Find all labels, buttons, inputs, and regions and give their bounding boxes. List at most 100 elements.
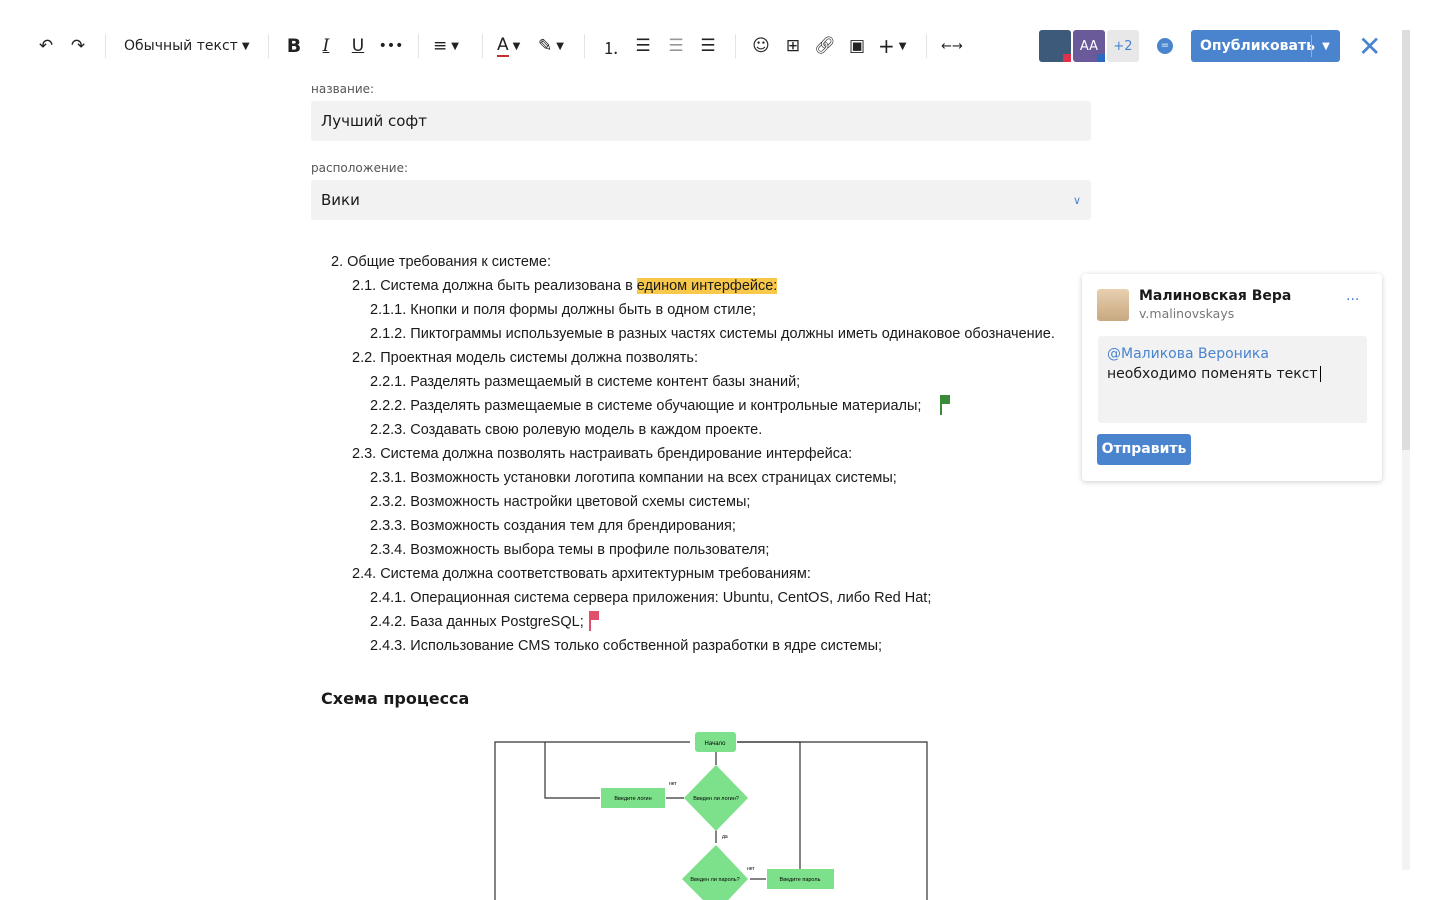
doc-line-text: 2.4.2. База данных PostgreSQL;	[370, 614, 584, 630]
align-icon[interactable]: ≡▼	[433, 36, 459, 56]
password-decision-label: Введен ли пароль?	[690, 877, 739, 883]
doc-line: 2.1. Система должна быть реализована в е…	[352, 275, 778, 297]
text-color-icon[interactable]: A▼	[497, 35, 521, 57]
link-icon[interactable]: 🔗︎	[814, 36, 836, 56]
doc-line: 2.4.3. Использование CMS только собствен…	[370, 635, 882, 657]
start-node-label: Начало	[705, 741, 727, 747]
italic-icon[interactable]: I	[322, 36, 330, 56]
avatar-initials: AA	[1079, 38, 1099, 54]
doc-line: 2.3.3. Возможность создания тем для брен…	[370, 515, 736, 537]
comment-username: v.malinovskays	[1139, 306, 1235, 321]
doc-line: 2.2. Проектная модель системы должна поз…	[352, 347, 698, 369]
name-input[interactable]: Лучший софт	[311, 101, 1091, 141]
flowchart: Начало Введен ли логин? Введите логин Вв…	[494, 732, 928, 900]
emoji-icon[interactable]: ☺	[752, 36, 770, 56]
doc-line-text: 2.2.1. Разделять размещаемый в системе к…	[370, 374, 801, 390]
redo-icon[interactable]: ↷	[70, 36, 86, 56]
start-node	[695, 732, 736, 752]
divider	[926, 34, 927, 58]
avatar[interactable]: AA	[1073, 30, 1105, 62]
divider	[584, 34, 585, 58]
name-value: Лучший софт	[321, 112, 427, 130]
scrollbar[interactable]	[1402, 30, 1410, 870]
doc-line-text: 2.3.1. Возможность установки логотипа ко…	[370, 470, 897, 486]
insert-plus-icon[interactable]: +▼	[878, 34, 907, 58]
mention[interactable]: @Маликова Вероника	[1107, 346, 1269, 362]
divider	[418, 34, 419, 58]
divider	[268, 34, 269, 58]
edge-label-yes: да	[722, 834, 728, 840]
text-style-dropdown[interactable]: Обычный текст▼	[124, 34, 250, 58]
indent-icon[interactable]: ☰	[700, 36, 716, 56]
section-title: Схема процесса	[321, 689, 470, 708]
doc-line-text: 2.4. Система должна соответствовать архи…	[352, 566, 811, 582]
doc-line: 2.3. Система должна позволять настраиват…	[352, 443, 852, 465]
divider	[735, 34, 736, 58]
chevron-down-icon: ∨	[1072, 193, 1081, 207]
divider	[482, 34, 483, 58]
more-icon[interactable]: •••	[378, 38, 404, 54]
scrollbar-thumb[interactable]	[1402, 30, 1410, 450]
avatar	[1097, 289, 1129, 321]
comment-card: Малиновская Вера v.malinovskays ··· @Мал…	[1082, 274, 1382, 481]
comment-flag-red[interactable]	[589, 611, 599, 631]
name-label: название:	[311, 82, 375, 96]
avatar[interactable]	[1039, 30, 1071, 62]
doc-line-text: 2.4.1. Операционная система сервера прил…	[370, 590, 932, 606]
enter-login-label: Введите логин	[614, 796, 651, 802]
location-value: Вики	[321, 191, 360, 209]
close-icon[interactable]: ✕	[1358, 30, 1382, 63]
send-button[interactable]: Отправить	[1097, 434, 1191, 465]
password-decision-node	[682, 845, 748, 900]
doc-line: 2.1.2. Пиктограммы используемые в разных…	[370, 323, 1055, 345]
doc-line-text: 2.3.3. Возможность создания тем для брен…	[370, 518, 736, 534]
connector	[737, 741, 801, 876]
text-cursor: ​	[1319, 366, 1321, 382]
publish-chevron-icon[interactable]: ▼	[1322, 40, 1330, 52]
login-decision-label: Введен ли логин?	[693, 796, 739, 802]
doc-line-text: 2.1. Система должна быть реализована в	[352, 278, 637, 294]
location-select[interactable]: Вики ∨	[311, 180, 1091, 220]
table-icon[interactable]: ⊞	[785, 36, 801, 56]
doc-line-text: 2.2.3. Создавать свою ролевую модель в к…	[370, 422, 763, 438]
more-users-count: +2	[1113, 38, 1133, 54]
doc-line-text: 2.1.1. Кнопки и поля формы должны быть в…	[370, 302, 757, 318]
image-icon[interactable]: ▣	[848, 36, 866, 56]
doc-line: 2.3.2. Возможность настройки цветовой сх…	[370, 491, 750, 513]
enter-login-node	[601, 788, 665, 808]
undo-icon[interactable]: ↶	[38, 36, 54, 56]
doc-line: 2.4.2. База данных PostgreSQL;	[370, 611, 584, 633]
comment-input[interactable]: @Маликова Вероника необходимо поменять т…	[1098, 336, 1367, 423]
doc-line: 2.4. Система должна соответствовать архи…	[352, 563, 811, 585]
doc-line-text: 2.2.2. Разделять размещаемые в системе о…	[370, 398, 922, 414]
doc-line: 2.3.1. Возможность установки логотипа ко…	[370, 467, 897, 489]
comment-icon[interactable]: =	[1157, 38, 1173, 54]
highlight-icon[interactable]: ✎▼	[538, 36, 564, 56]
doc-line: 2.2.2. Разделять размещаемые в системе о…	[370, 395, 921, 417]
outdent-icon[interactable]: ☰	[668, 36, 684, 56]
doc-line-text: 2.3.4. Возможность выбора темы в профиле…	[370, 542, 770, 558]
doc-line: 2.2.1. Разделять размещаемый в системе к…	[370, 371, 800, 393]
comment-flag-green[interactable]	[940, 395, 950, 415]
publish-button[interactable]: Опубликовать ▼	[1191, 30, 1340, 62]
doc-line-text: 2.2. Проектная модель системы должна поз…	[352, 350, 698, 366]
more-users-badge[interactable]: +2	[1107, 30, 1139, 62]
text-style-label: Обычный текст	[124, 38, 238, 54]
doc-line-text: 2.3.2. Возможность настройки цветовой сх…	[370, 494, 751, 510]
doc-line-text: 2.1.2. Пиктограммы используемые в разных…	[370, 326, 1055, 342]
doc-line-text: 2.3. Система должна позволять настраиват…	[352, 446, 853, 462]
underline-icon[interactable]: U	[351, 36, 365, 56]
publish-label: Опубликовать	[1200, 38, 1315, 54]
doc-line-text: 2. Общие требования к системе:	[331, 254, 551, 270]
commented-highlight[interactable]: едином интерфейсе:	[636, 278, 778, 294]
comment-author: Малиновская Вера	[1139, 288, 1292, 304]
more-options-icon[interactable]: ···	[1346, 292, 1360, 308]
doc-line-text: 2.4.3. Использование CMS только собствен…	[370, 638, 883, 654]
connector	[544, 742, 600, 799]
doc-line: 2.3.4. Возможность выбора темы в профиле…	[370, 539, 769, 561]
bold-icon[interactable]: B	[286, 35, 302, 57]
full-width-icon[interactable]: ←→	[941, 38, 963, 54]
numbered-list-icon[interactable]: ⒈	[602, 38, 620, 59]
bullet-list-icon[interactable]: ☰	[635, 36, 651, 56]
connector	[494, 741, 690, 900]
